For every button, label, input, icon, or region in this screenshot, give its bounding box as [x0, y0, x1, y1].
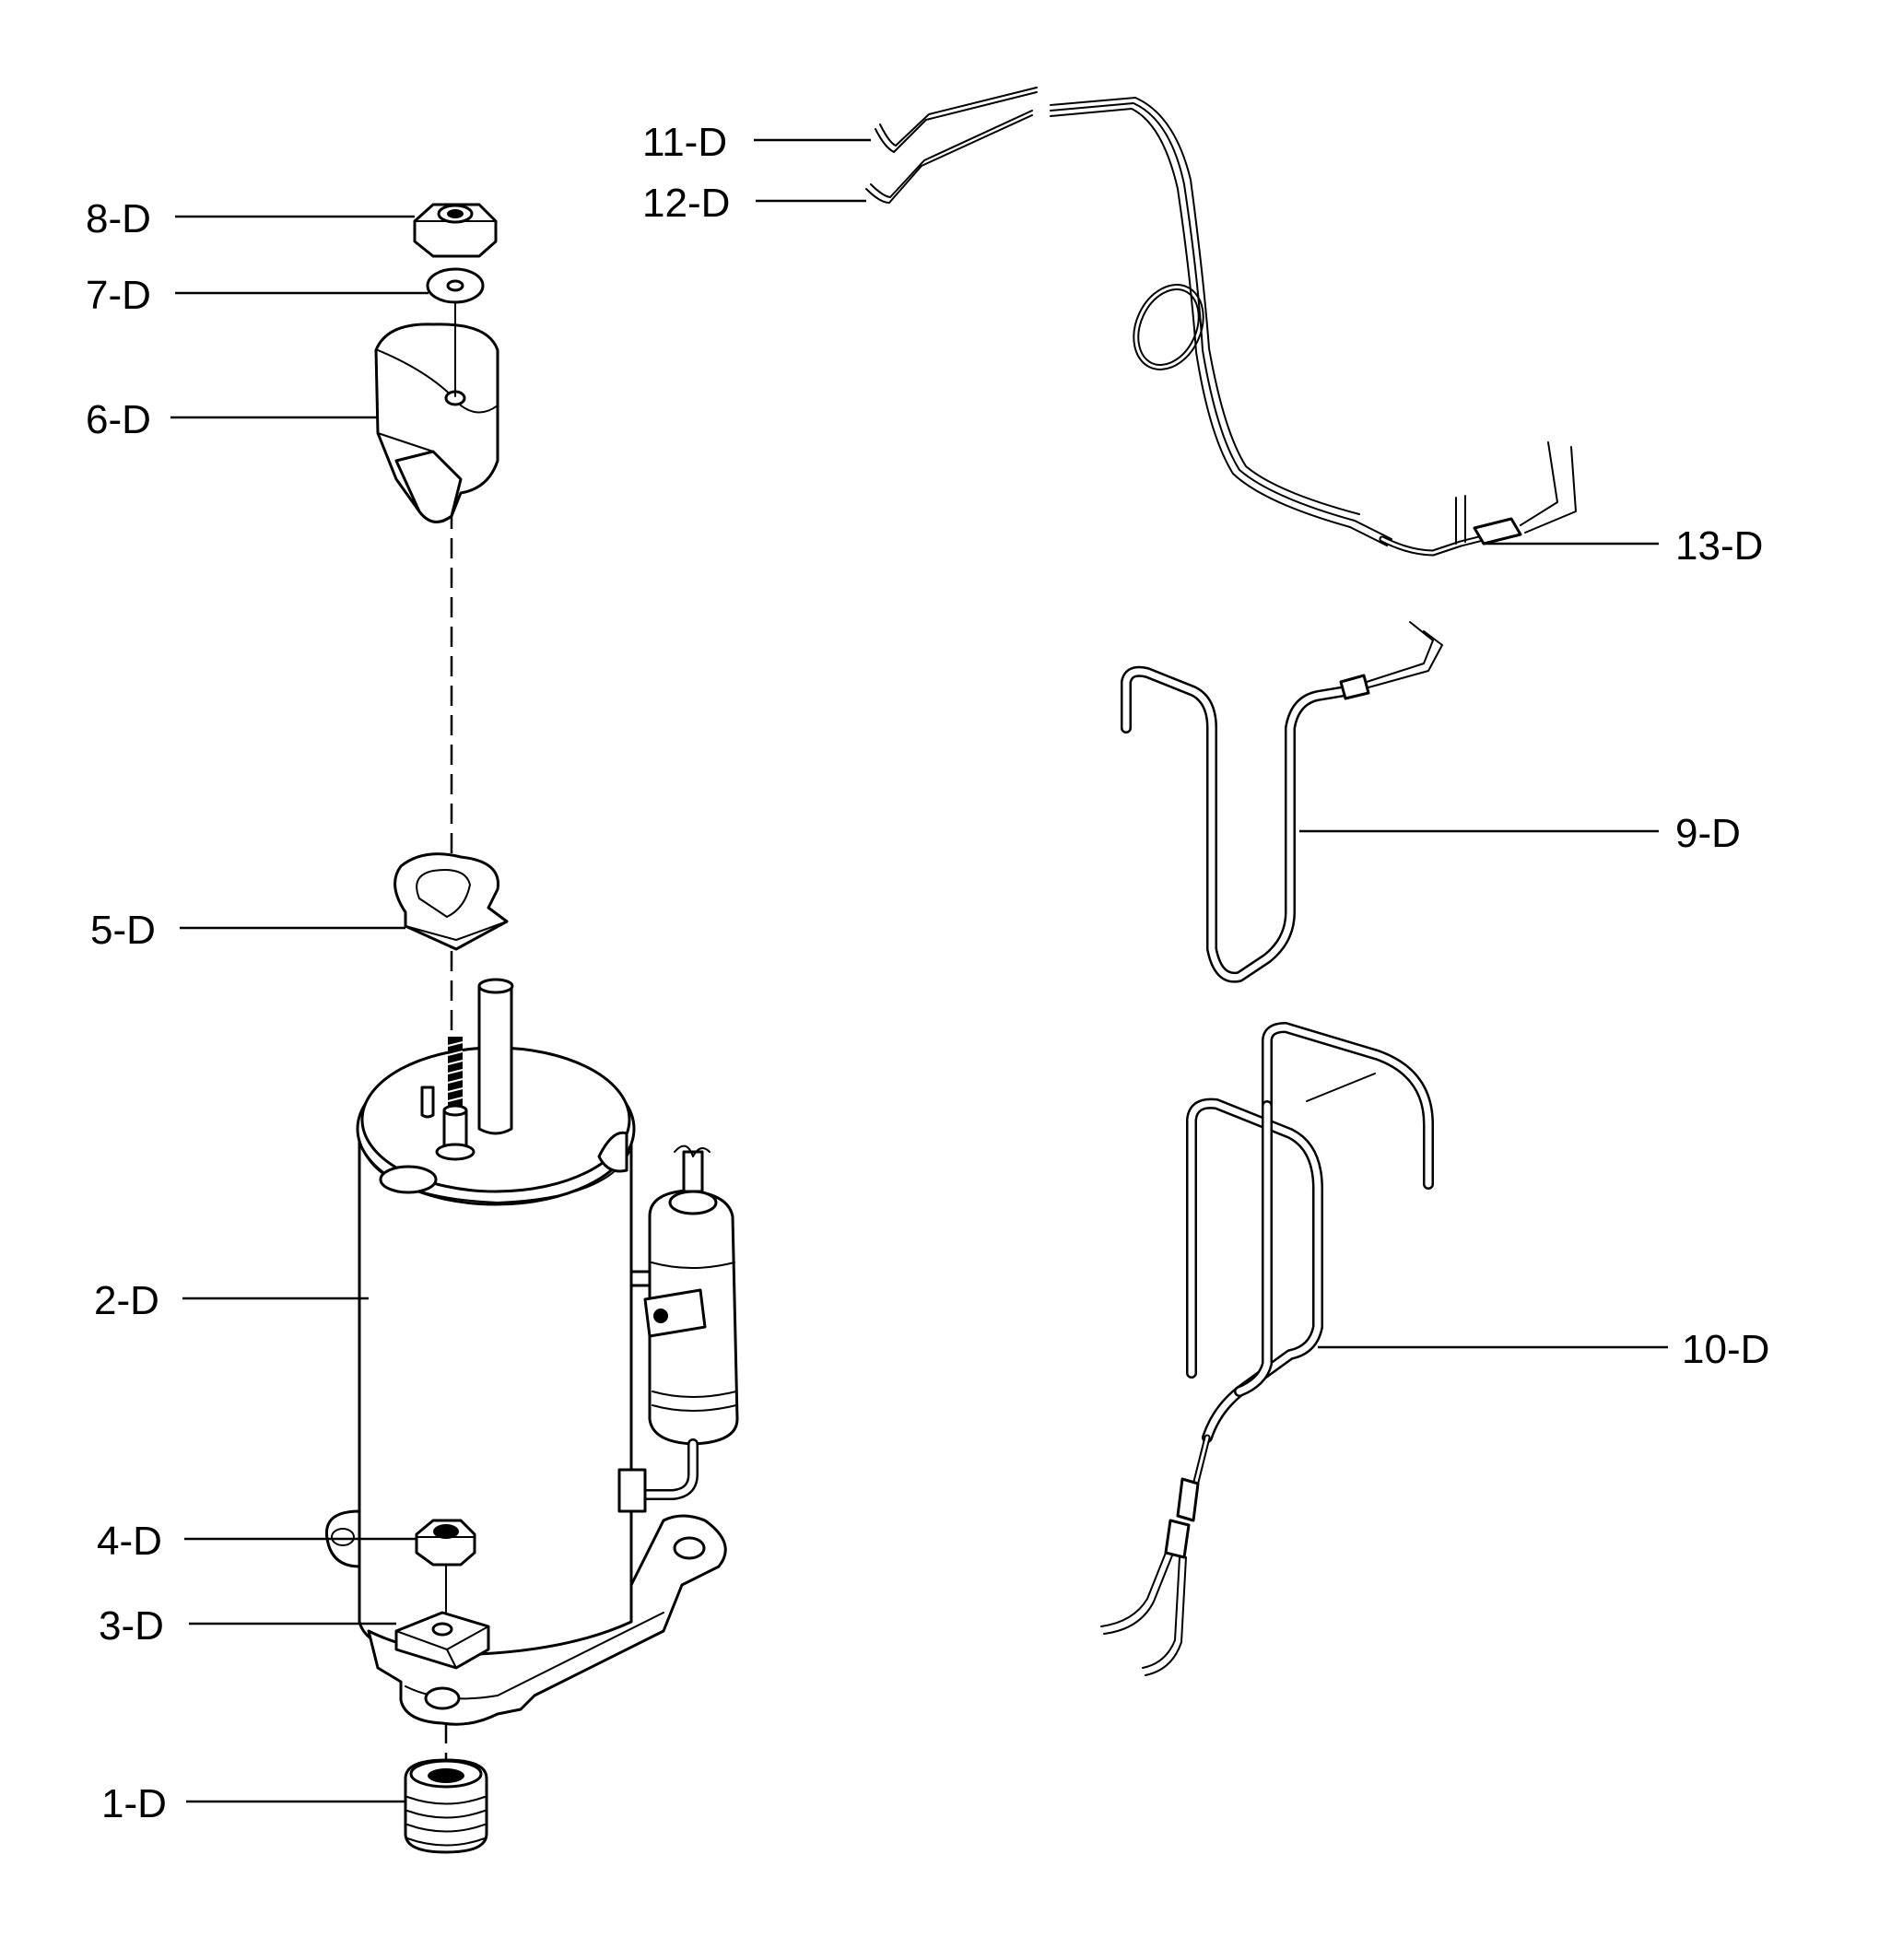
- part-5-d-gasket: [393, 852, 509, 951]
- part-4-d-nut: [415, 1519, 476, 1623]
- label-11-d: 11-D: [642, 120, 727, 165]
- part-6-d-terminal-cover: [374, 303, 499, 523]
- label-9-d: 9-D: [1675, 811, 1741, 856]
- part-2-d-compressor-body: [324, 978, 739, 1726]
- label-5-d: 5-D: [90, 908, 156, 953]
- label-1-d: 1-D: [101, 1781, 167, 1826]
- part-7-d-washer: [426, 267, 485, 304]
- part-3-d-washer-plate: [394, 1611, 490, 1670]
- label-3-d: 3-D: [99, 1603, 164, 1649]
- part-1-d-grommet: [404, 1758, 488, 1854]
- part-10-d-pipe-assembly: [1100, 1022, 1434, 1676]
- part-9-d-pipe: [1121, 621, 1443, 983]
- part-13-d-capillary-tube: [1050, 97, 1577, 557]
- label-4-d: 4-D: [97, 1519, 162, 1564]
- label-6-d: 6-D: [86, 397, 151, 442]
- label-12-d: 12-D: [642, 181, 730, 226]
- part-12-d-wire: [865, 110, 1033, 204]
- part-11-d-wire: [875, 87, 1038, 153]
- label-10-d: 10-D: [1682, 1327, 1769, 1372]
- label-7-d: 7-D: [86, 273, 151, 318]
- leader-lines: [170, 138, 1668, 1803]
- label-13-d: 13-D: [1675, 523, 1763, 569]
- part-8-d-nut: [413, 203, 498, 258]
- label-2-d: 2-D: [94, 1278, 159, 1323]
- label-8-d: 8-D: [86, 196, 151, 241]
